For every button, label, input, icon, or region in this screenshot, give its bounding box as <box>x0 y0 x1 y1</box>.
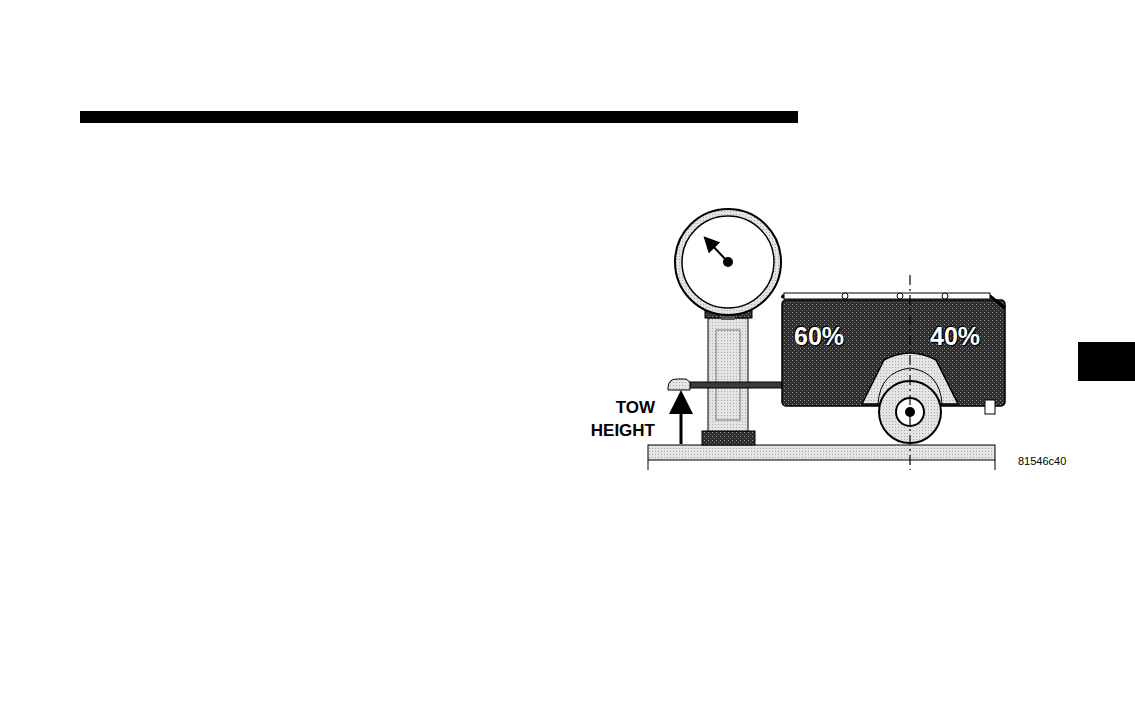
section-tab <box>1078 342 1135 381</box>
figure-code: 81546c40 <box>1018 455 1066 467</box>
height-arrow <box>680 402 683 444</box>
weight-percent: 60% <box>794 322 844 351</box>
scale-gauge <box>675 209 781 315</box>
hitch-coupler <box>668 379 690 390</box>
ground <box>648 445 995 460</box>
top-rail <box>784 293 990 299</box>
scale-base <box>702 431 755 445</box>
header-bar <box>80 111 798 123</box>
weight-percent: 40% <box>930 322 980 351</box>
axle-centerline <box>909 275 910 470</box>
trailer-tongue <box>690 382 782 388</box>
trailer-load-zone: 60% 40% <box>782 300 1005 406</box>
scale-column <box>708 318 748 431</box>
dimension-label: TOW HEIGHT <box>575 396 655 442</box>
